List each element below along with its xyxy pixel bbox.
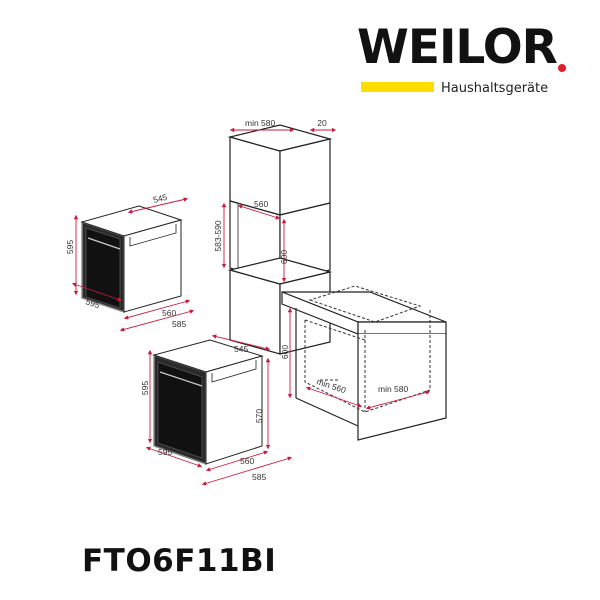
lower-oven-depth: 545: [234, 344, 248, 354]
cabinet-height: 600: [279, 250, 289, 264]
cabinet-gap: 20: [317, 118, 327, 128]
brand-name: WEILOR: [357, 20, 558, 75]
tall-cabinet: [227, 124, 333, 355]
lower-oven-front-width: 595: [158, 447, 172, 457]
upper-oven-door-glass: [85, 227, 121, 309]
counter-cabinet: [281, 285, 447, 441]
upper-oven-handle: [87, 237, 121, 250]
upper-oven-depth: 545: [152, 192, 168, 205]
brand-logo: WEILOR Haushaltsgeräte: [357, 24, 572, 104]
brand-yellow-bar: [361, 82, 434, 92]
upper-oven: [80, 205, 183, 314]
brand-tagline: Haushaltsgeräte: [441, 81, 549, 96]
cabinet-inner-width: 560: [254, 199, 268, 209]
model-number: FTO6F11BI: [82, 543, 277, 579]
upper-oven-total-width: 585: [172, 319, 186, 329]
upper-oven-front-width: 595: [84, 296, 101, 310]
lower-oven: [152, 339, 264, 466]
lower-oven-body-height: 570: [254, 409, 264, 423]
counter-min-width: min 580: [378, 384, 409, 394]
cabinet-niche-height: 583-590: [213, 220, 223, 251]
lower-oven-height: 595: [140, 381, 150, 395]
lower-oven-door-glass: [157, 361, 203, 459]
counter-height: 600: [280, 345, 290, 359]
cabinet-min-width: min 580: [245, 118, 276, 128]
lower-oven-side: [205, 355, 263, 465]
lower-oven-handle: [159, 371, 203, 387]
upper-oven-body-width: 560: [162, 308, 176, 318]
brand-dot: [558, 64, 566, 72]
lower-oven-body-width: 560: [240, 456, 254, 466]
upper-oven-side: [123, 219, 182, 313]
dimension-lines: [71, 127, 431, 486]
upper-oven-height: 595: [65, 240, 75, 254]
lower-oven-total-width: 585: [252, 472, 266, 482]
